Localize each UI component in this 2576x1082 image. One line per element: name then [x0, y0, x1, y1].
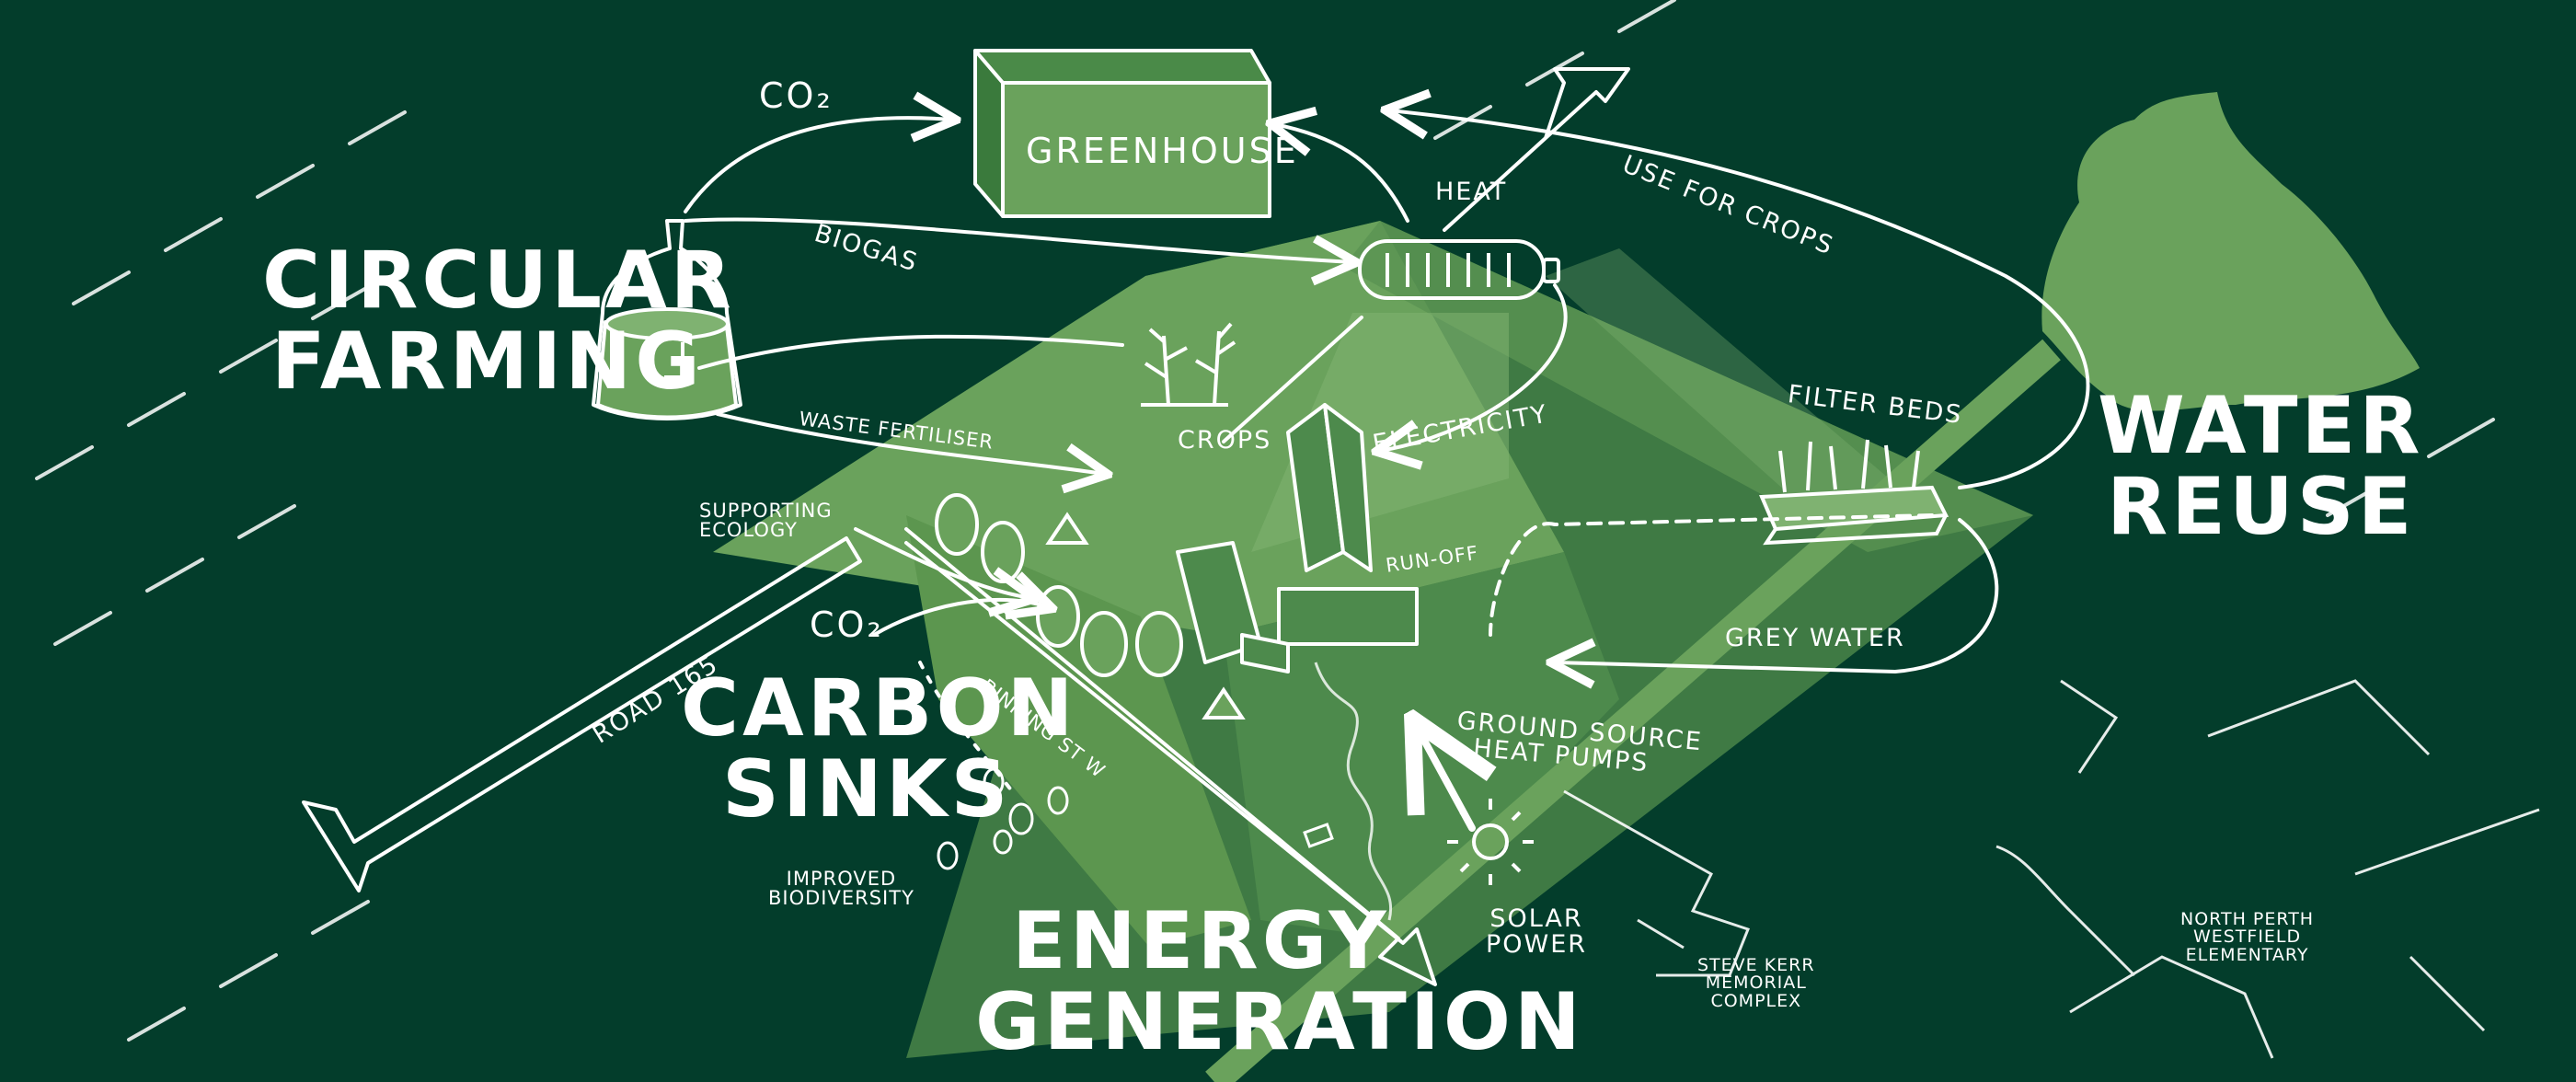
north-perth-label: NORTH PERTH WESTFIELD ELEMENTARY	[2180, 909, 2315, 965]
title-circular-farming-line2: FARMING	[271, 315, 704, 408]
title-carbon-sinks-line2: SINKS	[722, 742, 1012, 835]
title-water-reuse: WATER REUSE	[2098, 386, 2424, 547]
supporting-ecology-line2: ECOLOGY	[699, 519, 798, 542]
title-carbon-sinks: CARBON SINKS	[681, 662, 1077, 835]
grey-water-label: GREY WATER	[1725, 624, 1905, 652]
crop-plant-icon	[1141, 322, 1236, 407]
co2-bottom-label: CO₂	[810, 604, 884, 645]
title-water-reuse-line1: WATER	[2098, 380, 2424, 472]
steve-kerr-line2: MEMORIAL	[1705, 973, 1807, 994]
ground-source-loop	[1314, 662, 1393, 921]
ecology-field	[906, 515, 1251, 948]
supporting-ecology-label: SUPPORTING ECOLOGY	[699, 501, 833, 541]
tree-icon	[935, 493, 1246, 719]
greenhouse-label: GREENHOUSE	[1026, 131, 1299, 171]
sun-icon	[1447, 799, 1534, 885]
north-perth-line2: WESTFIELD	[2192, 927, 2302, 948]
neighbourhood-outlines	[1563, 679, 2540, 1059]
title-circular-farming-line1: CIRCULAR	[262, 235, 735, 327]
building-icon	[1176, 403, 1419, 673]
battery-beam	[1546, 248, 1932, 515]
title-carbon-sinks-line1: CARBON	[681, 662, 1077, 754]
insect-icon	[937, 767, 1069, 870]
title-circular-farming: CIRCULAR FARMING	[262, 235, 735, 408]
steve-kerr-line1: STEVE KERR	[1697, 955, 1815, 975]
title-water-reuse-line2: REUSE	[2107, 460, 2416, 553]
heat-label: HEAT	[1435, 178, 1508, 206]
road-arrows	[302, 67, 1630, 986]
water-corridor	[1343, 221, 2033, 552]
improved-biodiversity-label: IMPROVED BIODIVERSITY	[768, 869, 914, 909]
title-energy-generation-line2: GENERATION	[975, 975, 1584, 1068]
steve-kerr-line3: COMPLEX	[1710, 990, 1802, 1011]
title-energy-generation-line1: ENERGY	[1012, 895, 1390, 987]
title-energy-generation: ENERGY GENERATION	[975, 895, 1584, 1068]
north-perth-line1: NORTH PERTH	[2180, 909, 2315, 929]
supporting-ecology-line1: SUPPORTING	[699, 500, 833, 522]
greenhouse-box-icon	[973, 49, 1271, 218]
steve-kerr-label: STEVE KERR MEMORIAL COMPLEX	[1697, 955, 1815, 1011]
water-body	[2041, 92, 2420, 411]
solar-power-line1: SOLAR	[1489, 904, 1583, 933]
flow-arrows	[684, 110, 2090, 832]
car	[1303, 823, 1334, 848]
improved-biodiversity-line2: BIODIVERSITY	[768, 887, 914, 910]
diagonal-green-strip	[1205, 339, 2061, 1082]
improved-biodiversity-line1: IMPROVED	[786, 868, 897, 890]
solar-power-label: SOLAR POWER	[1486, 906, 1587, 957]
co2-top-label: CO₂	[759, 75, 834, 116]
crops-label: CROPS	[1178, 426, 1272, 455]
solar-power-line2: POWER	[1486, 929, 1588, 959]
north-perth-line3: ELEMENTARY	[2185, 944, 2309, 965]
biodigester-tank-icon	[592, 219, 742, 420]
